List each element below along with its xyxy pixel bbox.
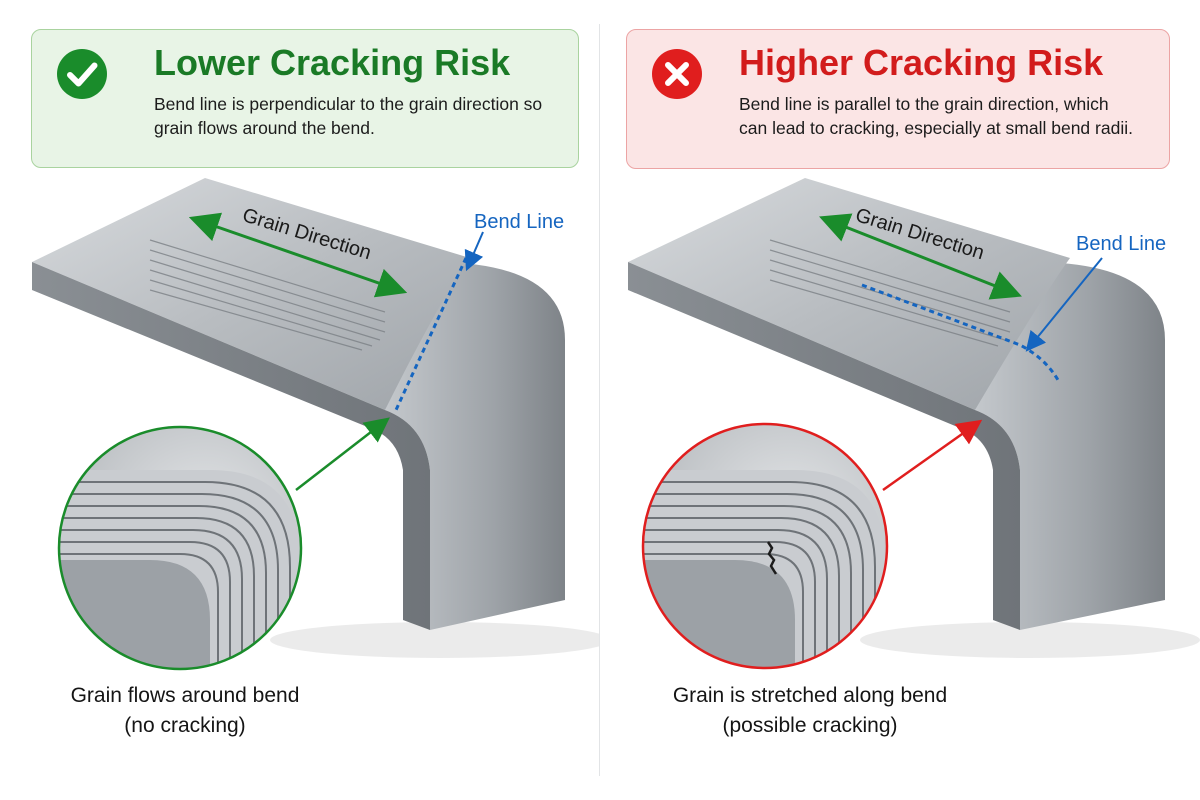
high-risk-title: Higher Cracking Risk [739,42,1104,83]
check-icon [56,48,108,100]
bend-line-label: Bend Line [474,211,564,233]
bend-line-pointer [1025,257,1103,352]
grain-flow-lines [60,481,291,669]
high-risk-description: Bend line is parallel to the grain direc… [739,94,1133,138]
low-risk-description: Bend line is perpendicular to the grain … [154,94,543,138]
grain-direction-arrow [819,213,1022,300]
shadow [860,622,1200,658]
caption-line-1: Grain is stretched along bend [672,684,948,707]
bend-line [394,257,468,411]
zoom-detail-circle [57,425,303,671]
high-risk-caption: Grain is stretched along bend (possible … [630,681,990,741]
panel-divider [599,24,600,776]
zoom-pointer-arrow [882,419,983,492]
bracket-front-edge [32,262,430,630]
bracket-front-edge [628,262,1020,630]
bend-line-pointer [464,231,484,272]
low-risk-title: Lower Cracking Risk [154,42,511,83]
zoom-pointer-arrow [295,417,390,491]
caption-line-2: (possible cracking) [722,714,898,737]
x-mark-icon [651,48,703,100]
bracket-side-face [975,262,1165,630]
grain-stretch-lines [643,481,876,668]
caption-line-2: (no cracking) [124,714,246,737]
bend-line-label: Bend Line [1076,233,1166,255]
high-risk-header: Higher Cracking Risk Bend line is parall… [626,29,1170,169]
crack-mark [766,541,778,575]
zoom-detail-circle [641,422,889,670]
bend-line [861,283,1060,381]
perpendicular-bend-illustration: Grain Direction Bend Line [32,178,600,671]
grain-direction-arrow [188,212,408,298]
low-risk-panel: Lower Cracking Risk Bend line is perpend… [20,29,600,741]
caption-line-1: Grain flows around bend [70,684,300,707]
parallel-bend-illustration: Grain Direction Bend Line [628,178,1200,670]
shadow [270,622,600,658]
low-risk-header: Lower Cracking Risk Bend line is perpend… [31,29,579,168]
high-risk-panel: Higher Cracking Risk Bend line is parall… [600,0,1200,800]
low-risk-caption: Grain flows around bend (no cracking) [20,681,350,741]
